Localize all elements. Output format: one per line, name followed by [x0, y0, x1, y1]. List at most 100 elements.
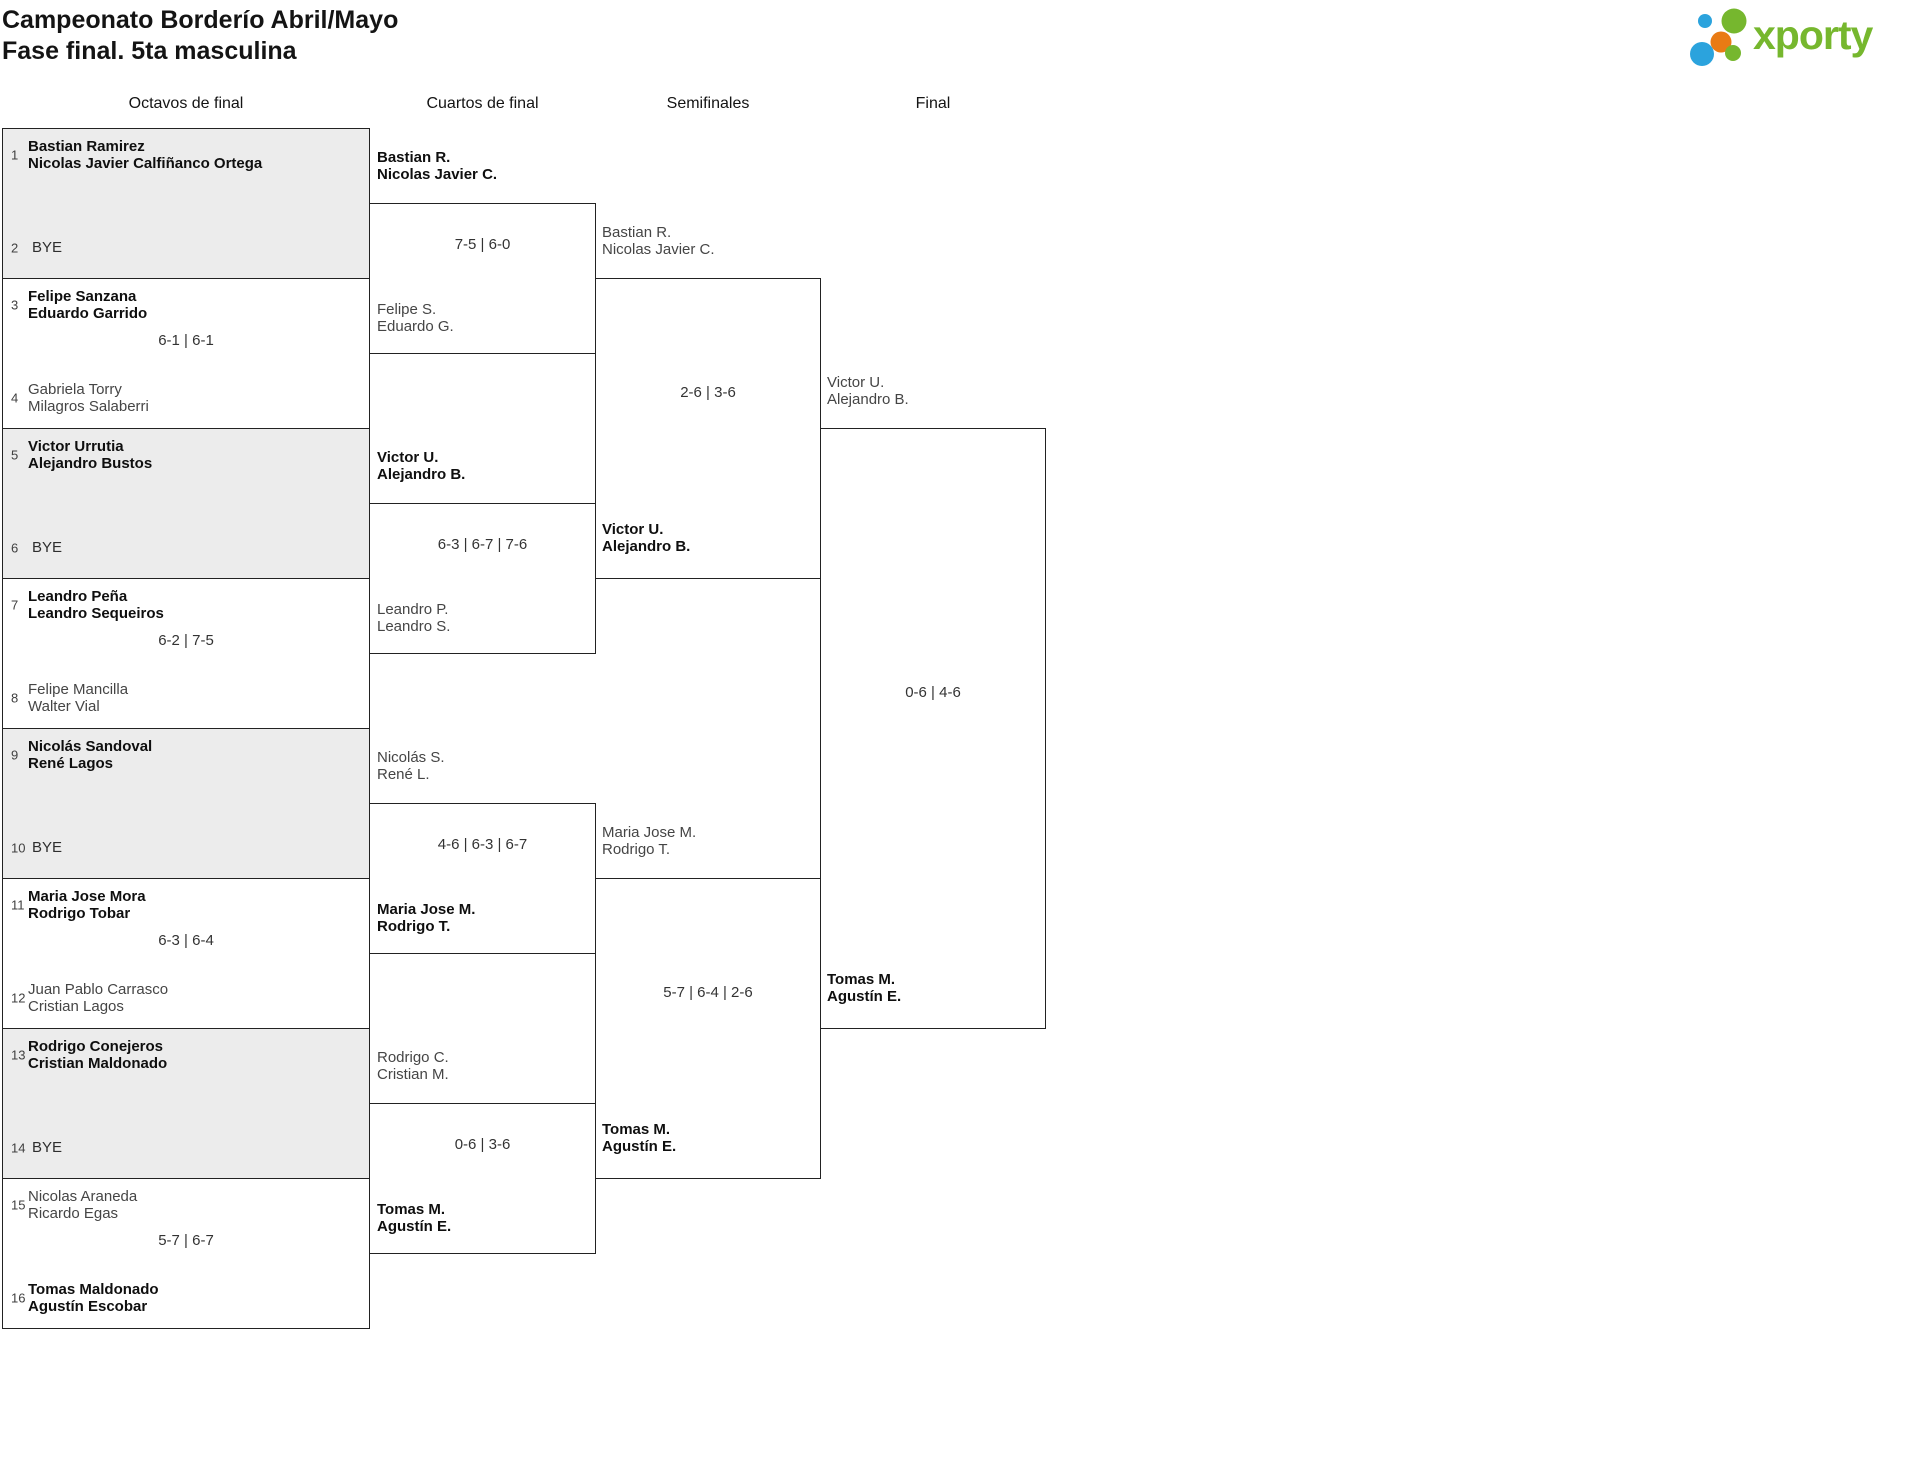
player-name: Walter Vial	[28, 698, 100, 715]
seed-number: 9	[11, 747, 19, 763]
team: 5 Victor Urrutia Alejandro Bustos	[4, 438, 368, 472]
player-name: Cristian M.	[377, 1066, 449, 1083]
player-name: Leandro Peña	[28, 588, 128, 605]
match-score: 5-7 | 6-7	[158, 1232, 214, 1249]
player-name: Alejandro B.	[602, 538, 691, 555]
player-name: Juan Pablo Carrasco	[28, 981, 169, 998]
team-names: Nicolás Sandoval René Lagos	[28, 738, 368, 772]
qf4-team-bottom: Tomas M. Agustín E.	[377, 1201, 592, 1235]
player-name: Alejandro Bustos	[28, 455, 153, 472]
qf2-team-bottom: Leandro P. Leandro S.	[377, 601, 592, 635]
player-name: Rodrigo C.	[377, 1049, 449, 1066]
player-name: Ricardo Egas	[28, 1205, 119, 1222]
round-label-cuartos: Cuartos de final	[426, 95, 539, 112]
player-name: Felipe Sanzana	[28, 288, 137, 305]
player-name: Nicolas Javier C.	[377, 166, 498, 183]
qf3-team-bottom: Maria Jose M. Rodrigo T.	[377, 901, 592, 935]
seed-number: 2	[11, 240, 19, 255]
player-name: Bastian R.	[377, 149, 451, 166]
player-name: Maria Jose Mora	[28, 888, 146, 905]
seed-number: 7	[11, 597, 19, 613]
player-name: Agustín E.	[827, 988, 902, 1005]
team-names: Juan Pablo Carrasco Cristian Lagos	[28, 981, 368, 1015]
sf2-team-top: Maria Jose M. Rodrigo T.	[602, 824, 817, 858]
r16-match-6: 11 Maria Jose Mora Rodrigo Tobar 6-3 | 6…	[2, 878, 370, 1029]
player-name: Nicolas Javier Calfiñanco Ortega	[28, 155, 263, 172]
player-name: René L.	[377, 766, 430, 783]
round-label-final: Final	[915, 95, 951, 112]
player-name: Tomas M.	[827, 971, 896, 988]
qf4-score: 0-6 | 3-6	[454, 1136, 511, 1153]
team: 1 Bastian Ramirez Nicolas Javier Calfiña…	[4, 138, 368, 172]
player-name: Cristian Lagos	[28, 998, 124, 1015]
player-name: Victor Urrutia	[28, 438, 124, 455]
final-match-box	[820, 428, 1046, 1029]
player-name: Leandro P.	[377, 601, 449, 618]
team-names: Felipe Sanzana Eduardo Garrido	[28, 288, 368, 322]
xporty-logo-icon	[1690, 8, 1747, 66]
r16-match-7: 13 Rodrigo Conejeros Cristian Maldonado …	[2, 1028, 370, 1179]
bye-label: BYE	[32, 539, 63, 556]
seed-number: 12	[11, 990, 26, 1006]
sf1-team-bottom: Victor U. Alejandro B.	[602, 521, 817, 555]
qf1-team-top: Bastian R. Nicolas Javier C.	[377, 149, 592, 183]
bye-label: BYE	[32, 1139, 63, 1156]
round-label-semifinales: Semifinales	[666, 95, 750, 112]
seed-number: 4	[11, 390, 19, 406]
player-name: Rodrigo T.	[602, 841, 671, 858]
seed-number: 15	[11, 1197, 26, 1213]
team-names: Maria Jose Mora Rodrigo Tobar	[28, 888, 368, 922]
team: 9 Nicolás Sandoval René Lagos	[4, 738, 368, 772]
qf1-team-bottom: Felipe S. Eduardo G.	[377, 301, 592, 335]
player-name: Eduardo Garrido	[28, 305, 148, 322]
player-name: Maria Jose M.	[377, 901, 476, 918]
r16-match-8: 15 Nicolas Araneda Ricardo Egas 5-7 | 6-…	[2, 1178, 370, 1329]
player-name: Victor U.	[377, 449, 439, 466]
r16-match-1: 1 Bastian Ramirez Nicolas Javier Calfiña…	[2, 128, 370, 279]
player-name: Felipe S.	[377, 301, 437, 318]
phase-name: Fase final. 5ta masculina	[2, 37, 297, 65]
page-title: Campeonato Borderío Abril/Mayo Fase fina…	[2, 5, 398, 67]
final-team-top: Victor U. Alejandro B.	[827, 374, 1042, 408]
team: 8 Felipe Mancilla Walter Vial	[4, 681, 368, 715]
team-names: Gabriela Torry Milagros Salaberri	[28, 381, 368, 415]
player-name: Victor U.	[602, 521, 664, 538]
team-names: Felipe Mancilla Walter Vial	[28, 681, 368, 715]
sf2-score: 5-7 | 6-4 | 2-6	[663, 984, 753, 1001]
team: 12 Juan Pablo Carrasco Cristian Lagos	[4, 981, 368, 1015]
bye-row: 10 BYE	[4, 839, 368, 856]
bye-label: BYE	[32, 239, 63, 256]
match-score: 6-1 | 6-1	[158, 332, 214, 349]
team: 7 Leandro Peña Leandro Sequeiros	[4, 588, 368, 622]
player-name: Bastian Ramirez	[28, 138, 145, 155]
team-names: Rodrigo Conejeros Cristian Maldonado	[28, 1038, 368, 1072]
sf1-team-top: Bastian R. Nicolas Javier C.	[602, 224, 817, 258]
player-name: Tomas M.	[377, 1201, 446, 1218]
final-team-bottom: Tomas M. Agustín E.	[827, 971, 1042, 1005]
seed-number: 16	[11, 1290, 26, 1306]
final-score: 0-6 | 4-6	[905, 684, 961, 701]
xporty-logo-text: xporty	[1753, 12, 1873, 58]
round-label-octavos: Octavos de final	[128, 95, 244, 112]
team-names: Nicolas Araneda Ricardo Egas	[28, 1188, 368, 1222]
qf2-team-top: Victor U. Alejandro B.	[377, 449, 592, 483]
qf3-score: 4-6 | 6-3 | 6-7	[437, 836, 528, 853]
bye-row: 6 BYE	[4, 539, 368, 556]
player-name: Rodrigo Tobar	[28, 905, 131, 922]
r16-match-5: 9 Nicolás Sandoval René Lagos 10 BYE	[2, 728, 370, 879]
player-name: Felipe Mancilla	[28, 681, 129, 698]
team-names: Bastian Ramirez Nicolas Javier Calfiñanc…	[28, 138, 368, 172]
bye-row: 2 BYE	[4, 239, 368, 256]
player-name: Agustín Escobar	[28, 1298, 148, 1315]
player-name: Alejandro B.	[377, 466, 466, 483]
player-name: Leandro Sequeiros	[28, 605, 164, 622]
r16-match-3: 5 Victor Urrutia Alejandro Bustos 6 BYE	[2, 428, 370, 579]
player-name: Tomas M.	[602, 1121, 671, 1138]
qf4-team-top: Rodrigo C. Cristian M.	[377, 1049, 592, 1083]
team: 13 Rodrigo Conejeros Cristian Maldonado	[4, 1038, 368, 1072]
player-name: Agustín E.	[377, 1218, 452, 1235]
match-score: 6-2 | 7-5	[158, 632, 214, 649]
player-name: Maria Jose M.	[602, 824, 697, 841]
seed-number: 3	[11, 297, 19, 313]
